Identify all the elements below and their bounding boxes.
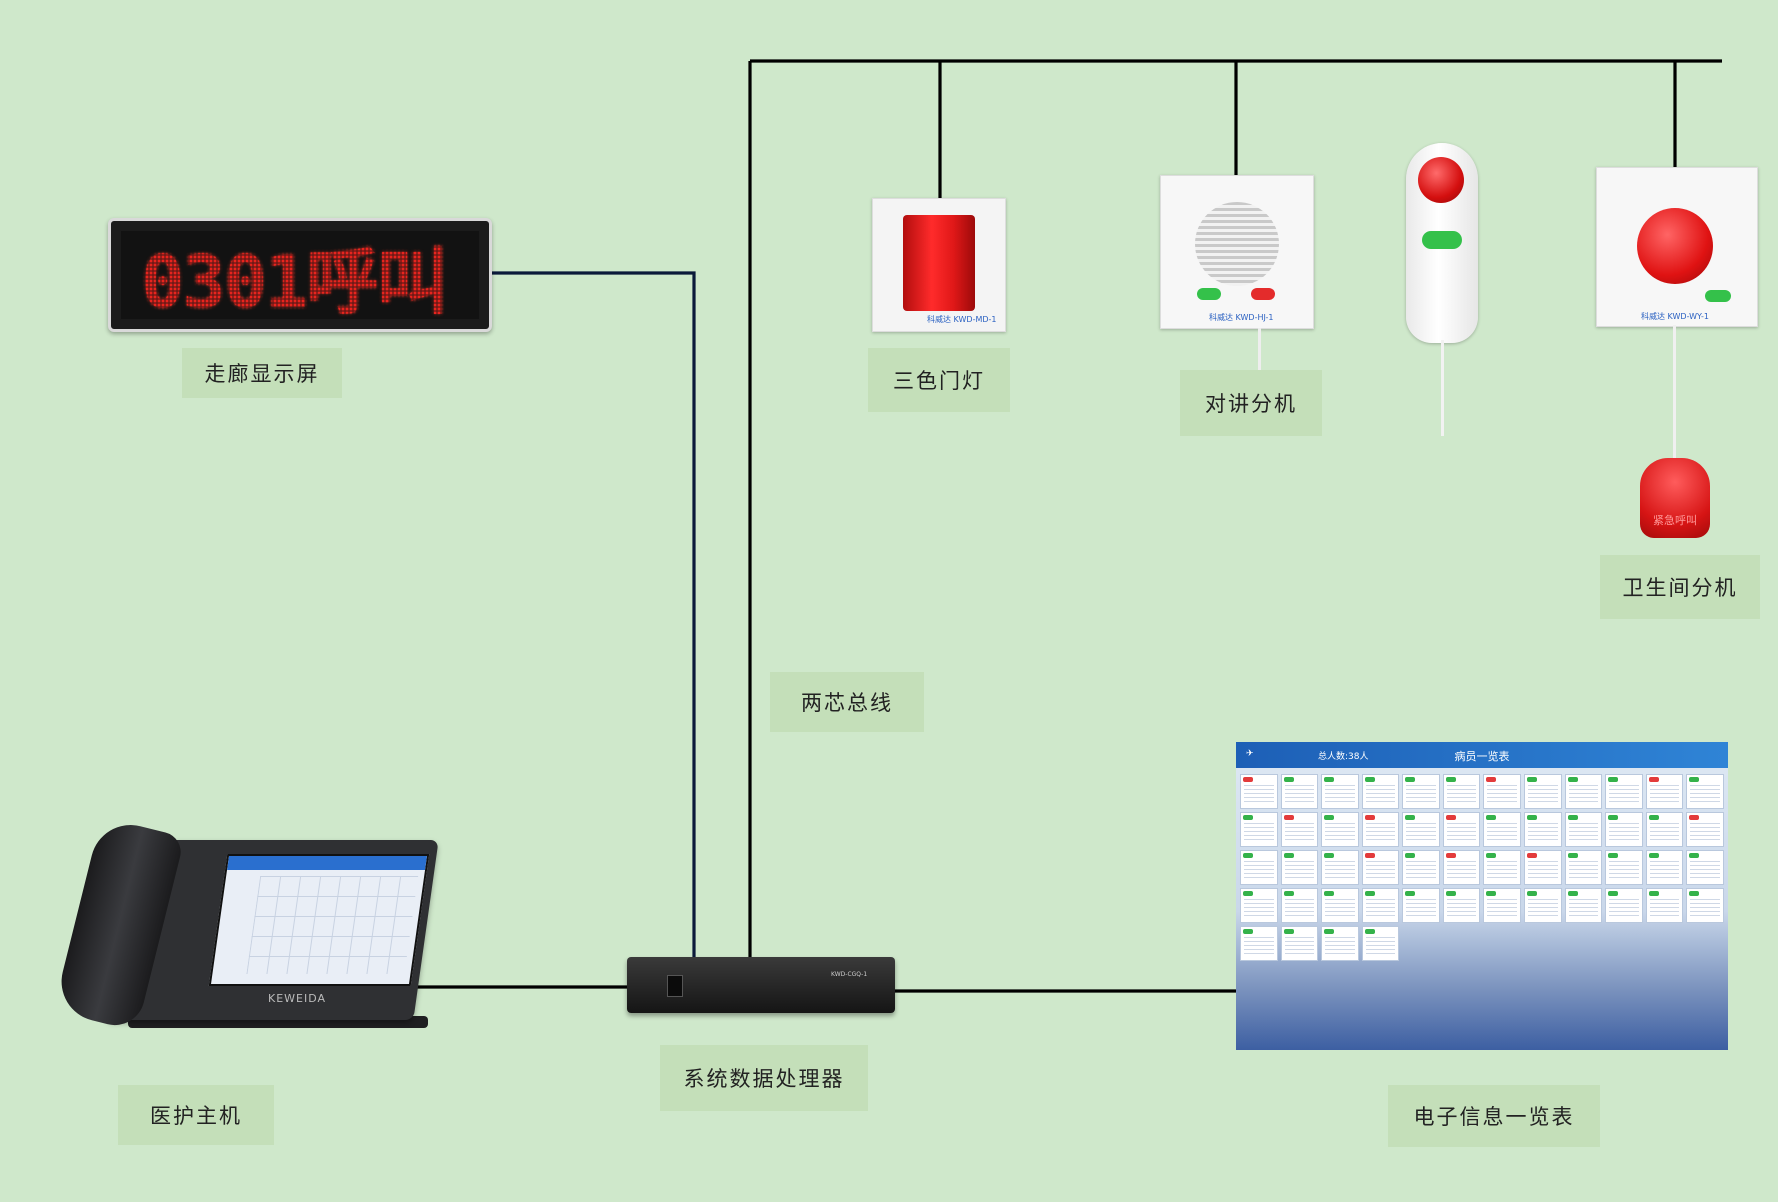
speaker-icon bbox=[1195, 202, 1279, 286]
patient-card bbox=[1361, 850, 1400, 885]
patient-card bbox=[1361, 926, 1400, 961]
patient-card bbox=[1645, 850, 1684, 885]
toilet-unit-device: 科威达 KWD-WY-1 bbox=[1596, 167, 1758, 327]
patient-card bbox=[1564, 888, 1603, 923]
patient-card bbox=[1240, 812, 1278, 847]
patient-card bbox=[1240, 888, 1278, 923]
patient-card bbox=[1321, 850, 1359, 885]
host-screen-header bbox=[227, 856, 427, 870]
label-nurse-host: 医护主机 bbox=[118, 1085, 274, 1145]
patient-card bbox=[1605, 774, 1643, 809]
pull-cord bbox=[1673, 325, 1676, 465]
data-processor-device: KWD-CGQ-1 bbox=[627, 957, 895, 1013]
patient-card bbox=[1240, 774, 1278, 809]
intercom-brand: 科威达 KWD-HJ-1 bbox=[1209, 313, 1274, 322]
processor-model: KWD-CGQ-1 bbox=[831, 971, 868, 978]
label-data-processor: 系统数据处理器 bbox=[660, 1045, 868, 1111]
patient-card bbox=[1240, 926, 1278, 961]
patient-card bbox=[1361, 774, 1400, 809]
emergency-button-icon bbox=[1637, 208, 1713, 284]
label-two-wire-bus: 两芯总线 bbox=[770, 672, 924, 732]
patient-card bbox=[1645, 774, 1684, 809]
patient-card bbox=[1442, 774, 1481, 809]
label-toilet-unit: 卫生间分机 bbox=[1600, 555, 1760, 619]
board-total: 总人数:38人 bbox=[1318, 752, 1369, 762]
hospital-logo-icon: ✈ bbox=[1246, 749, 1254, 759]
patient-card bbox=[1442, 812, 1481, 847]
patient-card bbox=[1280, 850, 1319, 885]
corridor-display-text: 0301呼叫 bbox=[121, 231, 479, 324]
patient-card bbox=[1524, 888, 1562, 923]
patient-card bbox=[1524, 812, 1562, 847]
patient-card-grid bbox=[1240, 774, 1724, 961]
door-light-brand: 科威达 KWD-MD-1 bbox=[927, 315, 997, 324]
pull-cord-text: 紧急呼叫 bbox=[1653, 514, 1697, 527]
patient-card bbox=[1686, 774, 1724, 809]
red-button-icon bbox=[1251, 288, 1275, 300]
patient-card bbox=[1442, 888, 1481, 923]
patient-card bbox=[1686, 812, 1724, 847]
info-board-device: ✈ 总人数:38人 病员一览表 bbox=[1236, 742, 1728, 1050]
patient-card bbox=[1402, 888, 1440, 923]
corridor-display-device: 0301呼叫 bbox=[108, 218, 492, 332]
toilet-brand: 科威达 KWD-WY-1 bbox=[1641, 312, 1709, 321]
patient-card bbox=[1280, 774, 1319, 809]
nurse-host-brand: KEWEIDA bbox=[268, 992, 327, 1005]
patient-card bbox=[1483, 888, 1522, 923]
patient-card bbox=[1280, 812, 1319, 847]
label-intercom: 对讲分机 bbox=[1180, 370, 1322, 436]
patient-card bbox=[1361, 888, 1400, 923]
hand-call-device bbox=[1406, 143, 1478, 343]
intercom-cord bbox=[1258, 328, 1261, 370]
patient-card bbox=[1564, 850, 1603, 885]
patient-card bbox=[1280, 888, 1319, 923]
patient-card bbox=[1524, 850, 1562, 885]
patient-card bbox=[1645, 888, 1684, 923]
patient-card bbox=[1686, 850, 1724, 885]
host-screen bbox=[208, 854, 430, 986]
patient-card bbox=[1280, 926, 1319, 961]
label-door-light: 三色门灯 bbox=[868, 348, 1010, 412]
green-reset-button-icon bbox=[1705, 290, 1731, 302]
patient-card bbox=[1321, 888, 1359, 923]
patient-card bbox=[1605, 850, 1643, 885]
patient-card bbox=[1402, 812, 1440, 847]
patient-card bbox=[1321, 812, 1359, 847]
power-button-icon bbox=[667, 975, 683, 997]
patient-card bbox=[1240, 850, 1278, 885]
patient-card bbox=[1483, 850, 1522, 885]
red-call-button-icon bbox=[1418, 157, 1464, 203]
patient-card bbox=[1564, 812, 1603, 847]
patient-card bbox=[1402, 850, 1440, 885]
intercom-device: 科威达 KWD-HJ-1 bbox=[1160, 175, 1314, 329]
patient-card bbox=[1321, 926, 1359, 961]
patient-card bbox=[1321, 774, 1359, 809]
patient-card bbox=[1605, 812, 1643, 847]
board-header: ✈ 总人数:38人 病员一览表 bbox=[1236, 742, 1728, 768]
patient-card bbox=[1442, 850, 1481, 885]
nurse-host-device: KEWEIDA bbox=[53, 816, 439, 1032]
patient-card bbox=[1361, 812, 1400, 847]
patient-card bbox=[1402, 774, 1440, 809]
patient-card bbox=[1483, 812, 1522, 847]
patient-card bbox=[1686, 888, 1724, 923]
green-button-icon bbox=[1197, 288, 1221, 300]
host-screen-grid bbox=[246, 876, 419, 974]
board-title: 病员一览表 bbox=[1454, 750, 1510, 763]
patient-card bbox=[1645, 812, 1684, 847]
patient-card bbox=[1483, 774, 1522, 809]
lamp-icon bbox=[903, 215, 975, 311]
green-reset-button-icon bbox=[1422, 231, 1462, 249]
hand-call-cord bbox=[1441, 340, 1444, 436]
patient-card bbox=[1524, 774, 1562, 809]
door-light-device: 科威达 KWD-MD-1 bbox=[872, 198, 1006, 332]
patient-card bbox=[1564, 774, 1603, 809]
label-corridor-display: 走廊显示屏 bbox=[182, 348, 342, 398]
display-to-processor-wire bbox=[486, 271, 696, 958]
label-info-board: 电子信息一览表 bbox=[1388, 1085, 1600, 1147]
pull-handle-icon: 紧急呼叫 bbox=[1640, 458, 1710, 538]
patient-card bbox=[1605, 888, 1643, 923]
